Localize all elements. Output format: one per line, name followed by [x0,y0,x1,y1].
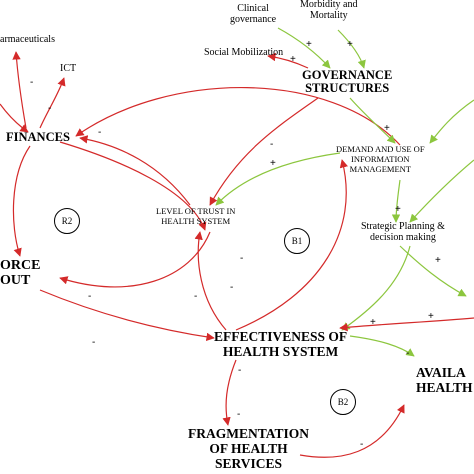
link-left-arc-to-finances [0,103,29,133]
link-clinical-to-governance [277,27,331,69]
polarity-b2-return: - [360,439,364,450]
link-governance-to-social [267,52,309,69]
node-ict: ICT [60,63,77,74]
link-top-right-to-demand [429,99,474,144]
link-top-arc-to-finances [75,87,401,146]
link-workforce-to-effectiveness [39,289,215,342]
polarity-strategic-to-effectiveness: + [370,317,376,328]
link-demand-to-strategic [391,179,401,223]
node-demand-information-management: DEMAND AND USE OF INFORMATION MANAGEMENT [336,144,425,174]
loop-b1: B1 [284,228,310,254]
link-governance-to-demand [349,97,396,144]
polarity-demand-to-strategic: + [395,204,401,215]
node-morbidity-mortality: Morbidity and Mortality [300,0,358,21]
link-effectiveness-to-availability [349,335,415,357]
link-governance-to-trust [209,97,319,206]
polarity-effectiveness-to-availability: - [406,348,410,359]
polarity-effectiveness-to-trust: - [240,253,244,264]
polarity-trust-to-workforce: - [194,291,198,302]
link-effectiveness-to-fragmentation [222,359,237,426]
polarity-social-mobilization: + [290,54,296,65]
node-effectiveness-of-health-system: EFFECTIVENESS OF HEALTH SYSTEM [214,329,348,359]
polarity-governance-to-demand: + [384,123,390,134]
node-workforce-out: ORCE OUT [0,258,41,289]
link-finances-to-pharma [12,51,27,129]
node-fragmentation-of-health-services: FRAGMENTATION OF HEALTH SERVICES [188,426,309,471]
polarity-trust-to-effectiveness: - [230,282,234,293]
node-level-of-trust: LEVEL OF TRUST IN HEALTH SYSTEM [156,206,236,226]
polarity-workforce-to-effectiveness: - [92,337,96,348]
polarity-demand-to-trust: + [270,158,276,169]
link-demand-to-trust [215,152,341,206]
link-availability-to-effectiveness [339,317,474,332]
node-strategic-planning: Strategic Planning & decision making [361,221,445,243]
link-trust-to-workforce [59,231,211,288]
polarity-effectiveness-to-fragmentation: - [238,365,242,376]
link-strategic-to-right [399,245,467,297]
polarity-clinical-governance: + [306,39,312,50]
polarity-governance-to-trust: - [270,139,274,150]
polarity-finances-in: - [98,127,102,138]
link-top-right-to-strategic [409,159,474,223]
node-pharmaceuticals: armaceuticals [0,34,55,45]
link-effectiveness-to-trust [194,231,227,331]
polarity-ict: - [48,103,52,114]
link-finances-to-workforce [12,145,31,257]
node-governance-structures: GOVERNANCE STRUCTURES [302,68,393,96]
loop-r2: R2 [54,208,80,234]
polarity-strategic-out: + [435,255,441,266]
link-r2-loop-arc [59,141,207,231]
link-fragmentation-to-b2 [299,404,405,458]
link-morbidity-to-governance [337,29,366,69]
polarity-pharmaceuticals: - [30,77,34,88]
polarity-availability-to-effectiveness: + [428,311,434,322]
polarity-fragmentation: - [237,409,241,420]
node-availability-health: AVAILA HEALTH [416,365,473,395]
loop-b2: B2 [330,389,356,415]
link-strategic-to-effectiveness [341,245,411,331]
polarity-workforce-out: - [88,291,92,302]
polarity-morbidity: + [347,39,353,50]
node-social-mobilization: Social Mobilization [204,47,284,58]
link-trust-to-finances [79,135,191,206]
node-clinical-governance: Clinical governance [230,3,277,25]
node-finances: FINANCES [6,130,70,144]
link-finances-to-ict [39,77,66,129]
link-b1-loop-arc [235,159,348,331]
